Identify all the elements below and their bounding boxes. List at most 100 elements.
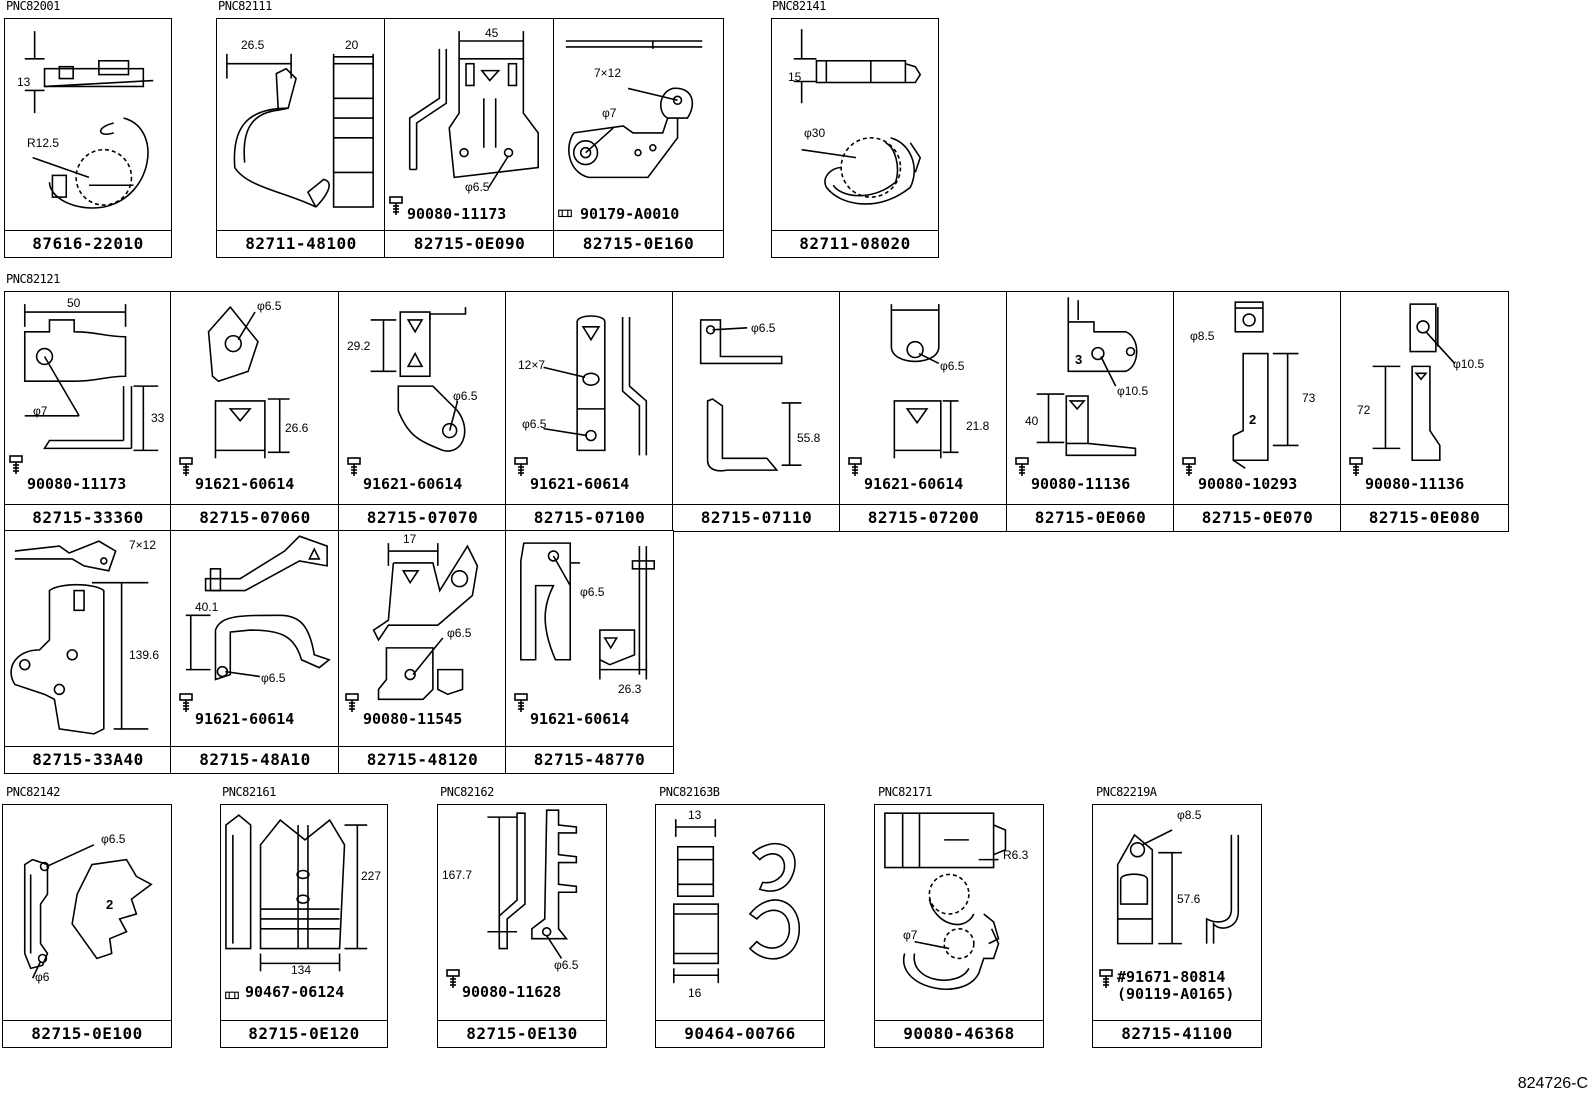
part-cell[interactable]: 90080-11136 3 φ10.5 40 82715-0E060 <box>1006 291 1175 532</box>
sub-part-number[interactable]: 91621-60614 <box>530 710 630 728</box>
bracket-drawing <box>207 305 290 459</box>
part-cell[interactable]: 91621-60614 40.1 φ6.5 82715-48A10 <box>170 530 340 774</box>
dimension-label: φ6.5 <box>465 180 490 194</box>
part-cell[interactable]: 13 16 90464-00766 <box>655 804 825 1048</box>
sub-part-number[interactable]: 91621-60614 <box>530 475 630 493</box>
part-number[interactable]: 82715-07070 <box>339 504 506 531</box>
bolt-icon <box>179 693 193 712</box>
part-number[interactable]: 82711-48100 <box>217 230 385 257</box>
dimension-label: 26.5 <box>241 38 265 52</box>
dimension-label: φ6.5 <box>751 321 776 335</box>
pnc-label: PNC82162 <box>440 785 494 799</box>
sub-part-number[interactable]: 90080-11173 <box>27 475 127 493</box>
part-cell[interactable]: 90080-11173 45 φ6.5 82715-0E090 <box>384 18 555 258</box>
part-cell[interactable]: 90080-11173 50 φ7 33 82715-33360 <box>4 291 172 532</box>
part-cell[interactable]: 90080-11545 17 φ6.5 82715-48120 <box>338 530 507 774</box>
part-cell[interactable]: φ6.5 55.8 82715-07110 <box>672 291 841 532</box>
sub-part-number[interactable]: 90080-11173 <box>407 205 507 223</box>
dimension-label: 45 <box>485 26 499 40</box>
sub-part-number[interactable]: 90080-11628 <box>462 983 562 1001</box>
part-number[interactable]: 82715-0E100 <box>3 1020 171 1047</box>
part-number[interactable]: 90080-46368 <box>875 1020 1043 1047</box>
part-cell[interactable]: 91621-60614 29.2 φ6.5 82715-07070 <box>338 291 507 532</box>
part-cell[interactable]: 7×12 139.6 82715-33A40 <box>4 530 172 774</box>
dimension-label: 2 <box>1249 412 1257 427</box>
part-number[interactable]: 82715-0E120 <box>221 1020 387 1047</box>
bracket-drawing <box>10 540 149 735</box>
sub-part-number[interactable]: #91671-80814 <box>1117 968 1226 986</box>
part-cell[interactable]: 91621-60614 12×7 φ6.5 82715-07100 <box>505 291 674 532</box>
sub-part-number[interactable]: 91621-60614 <box>363 475 463 493</box>
part-cell[interactable]: φ6.5 2 φ6 82715-0E100 <box>2 804 172 1048</box>
part-number[interactable]: 82715-48A10 <box>171 746 339 773</box>
sub-part-number[interactable]: 90080-10293 <box>1198 475 1298 493</box>
dimension-label: φ10.5 <box>1117 384 1149 398</box>
part-cell[interactable]: 91621-60614 φ6.5 21.8 82715-07200 <box>839 291 1008 532</box>
dimension-label: φ6.5 <box>453 389 478 403</box>
dimension-label: 227 <box>361 869 382 883</box>
bracket-drawing <box>565 40 703 179</box>
sub-part-number-alt[interactable]: (90119-A0165) <box>1117 985 1235 1003</box>
part-number[interactable]: 82715-0E160 <box>554 230 723 257</box>
part-number[interactable]: 82715-33360 <box>5 504 171 531</box>
part-number[interactable]: 82715-0E090 <box>385 230 554 257</box>
sub-part-number[interactable]: 90179-A0010 <box>580 205 680 223</box>
part-number[interactable]: 82715-07060 <box>171 504 339 531</box>
dimension-label: 7×12 <box>594 66 622 80</box>
bracket-drawing <box>408 31 539 188</box>
nut-icon <box>558 209 572 218</box>
part-number[interactable]: 90464-00766 <box>656 1020 824 1047</box>
bolt-icon <box>514 693 528 712</box>
part-cell[interactable]: 91621-60614 φ6.5 26.3 82715-48770 <box>505 530 674 774</box>
bracket-drawing <box>370 307 467 452</box>
bolt-icon <box>848 457 862 476</box>
bracket-drawing <box>23 304 159 452</box>
part-cell[interactable]: 90467-06124 227 134 82715-0E120 <box>220 804 388 1048</box>
part-number[interactable]: 87616-22010 <box>5 230 171 257</box>
sub-part-number[interactable]: 91621-60614 <box>864 475 964 493</box>
sub-part-number[interactable]: 90080-11545 <box>363 710 463 728</box>
dimension-label: φ6 <box>35 970 50 984</box>
part-number[interactable]: 82715-41100 <box>1093 1020 1261 1047</box>
part-cell[interactable]: 90179-A0010 7×12 φ7 82715-0E160 <box>553 18 724 258</box>
dimension-label: 40 <box>1025 414 1039 428</box>
sub-part-number[interactable]: 91621-60614 <box>195 710 295 728</box>
part-cell[interactable]: 13 R12.5 87616-22010 <box>4 18 172 258</box>
part-cell[interactable]: 26.5 20 82711-48100 <box>216 18 386 258</box>
part-number[interactable]: 82715-0E080 <box>1341 504 1508 531</box>
dimension-label: φ10.5 <box>1453 357 1485 371</box>
nut-icon <box>225 991 239 1000</box>
part-number[interactable]: 82715-0E070 <box>1174 504 1341 531</box>
bolt-icon <box>514 457 528 476</box>
part-cell[interactable]: 90080-10293 φ8.5 2 73 82715-0E070 <box>1173 291 1342 532</box>
dimension-label: 26.6 <box>285 421 309 435</box>
sub-part-number[interactable]: 90080-11136 <box>1031 475 1131 493</box>
dimension-label: 134 <box>291 963 312 977</box>
part-cell[interactable]: 90080-11628 167.7 φ6.5 82715-0E130 <box>437 804 607 1048</box>
dimension-label: 20 <box>345 38 359 52</box>
part-number[interactable]: 82715-0E130 <box>438 1020 606 1047</box>
dimension-label: φ6.5 <box>261 671 286 685</box>
sub-part-number[interactable]: 90080-11136 <box>1365 475 1465 493</box>
part-number[interactable]: 82715-48770 <box>506 746 673 773</box>
dimension-label: φ8.5 <box>1190 329 1215 343</box>
part-cell[interactable]: 15 φ30 82711-08020 <box>771 18 939 258</box>
sub-part-number[interactable]: 90467-06124 <box>245 983 345 1001</box>
part-number[interactable]: 82715-07200 <box>840 504 1007 531</box>
part-cell[interactable]: #91671-80814 (90119-A0165) φ8.5 57.6 827… <box>1092 804 1262 1048</box>
part-number[interactable]: 82715-48120 <box>339 746 506 773</box>
sub-part-number[interactable]: 91621-60614 <box>195 475 295 493</box>
dimension-label: 3 <box>1075 352 1083 367</box>
part-cell[interactable]: R6.3 φ7 90080-46368 <box>874 804 1044 1048</box>
clamp-drawing <box>24 31 154 209</box>
part-cell[interactable]: 91621-60614 φ6.5 26.6 82715-07060 <box>170 291 340 532</box>
part-number[interactable]: 82715-0E060 <box>1007 504 1174 531</box>
part-cell[interactable]: 90080-11136 φ10.5 72 82715-0E080 <box>1340 291 1509 532</box>
part-number[interactable]: 82711-08020 <box>772 230 938 257</box>
part-number[interactable]: 82715-07100 <box>506 504 673 531</box>
dimension-label: φ6.5 <box>554 958 579 972</box>
part-number[interactable]: 82715-07110 <box>673 504 840 531</box>
diagram-reference-code: 824726-C <box>1517 1075 1588 1092</box>
part-number[interactable]: 82715-33A40 <box>5 746 171 773</box>
bracket-drawing <box>890 304 959 459</box>
